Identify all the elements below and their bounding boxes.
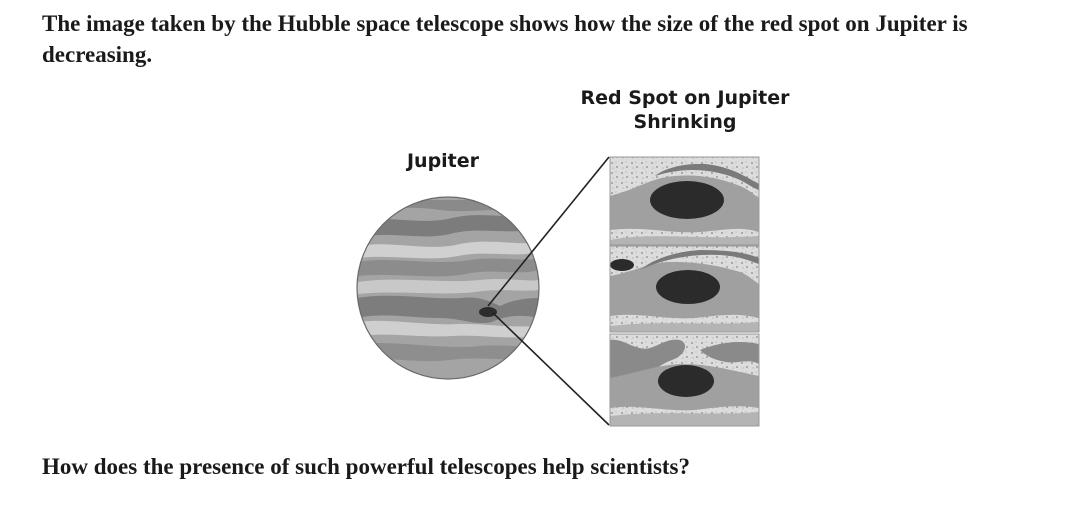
red-spot-panel-2 bbox=[609, 245, 760, 333]
red-spot-3 bbox=[658, 365, 714, 397]
red-spot-title-line2: Shrinking bbox=[633, 111, 737, 133]
jupiter-red-spot-figure bbox=[356, 156, 760, 427]
red-spot-2 bbox=[656, 270, 720, 304]
red-spot-1 bbox=[650, 181, 724, 219]
small-storm-spot bbox=[610, 259, 634, 271]
red-spot-panel-3 bbox=[609, 333, 760, 427]
jupiter-label: Jupiter bbox=[406, 150, 480, 172]
red-spot-title: Red Spot on Jupiter Shrinking bbox=[560, 86, 810, 134]
question-text: How does the presence of such powerful t… bbox=[42, 454, 690, 479]
red-spot-title-line1: Red Spot on Jupiter bbox=[580, 87, 790, 109]
pointer-line-bottom bbox=[492, 312, 610, 426]
red-spot-panel-1 bbox=[609, 156, 760, 246]
jupiter-red-spot bbox=[479, 307, 497, 317]
pointer-line-top bbox=[487, 156, 610, 307]
intro-text: The image taken by the Hubble space tele… bbox=[42, 11, 968, 67]
jupiter-planet bbox=[356, 196, 540, 380]
